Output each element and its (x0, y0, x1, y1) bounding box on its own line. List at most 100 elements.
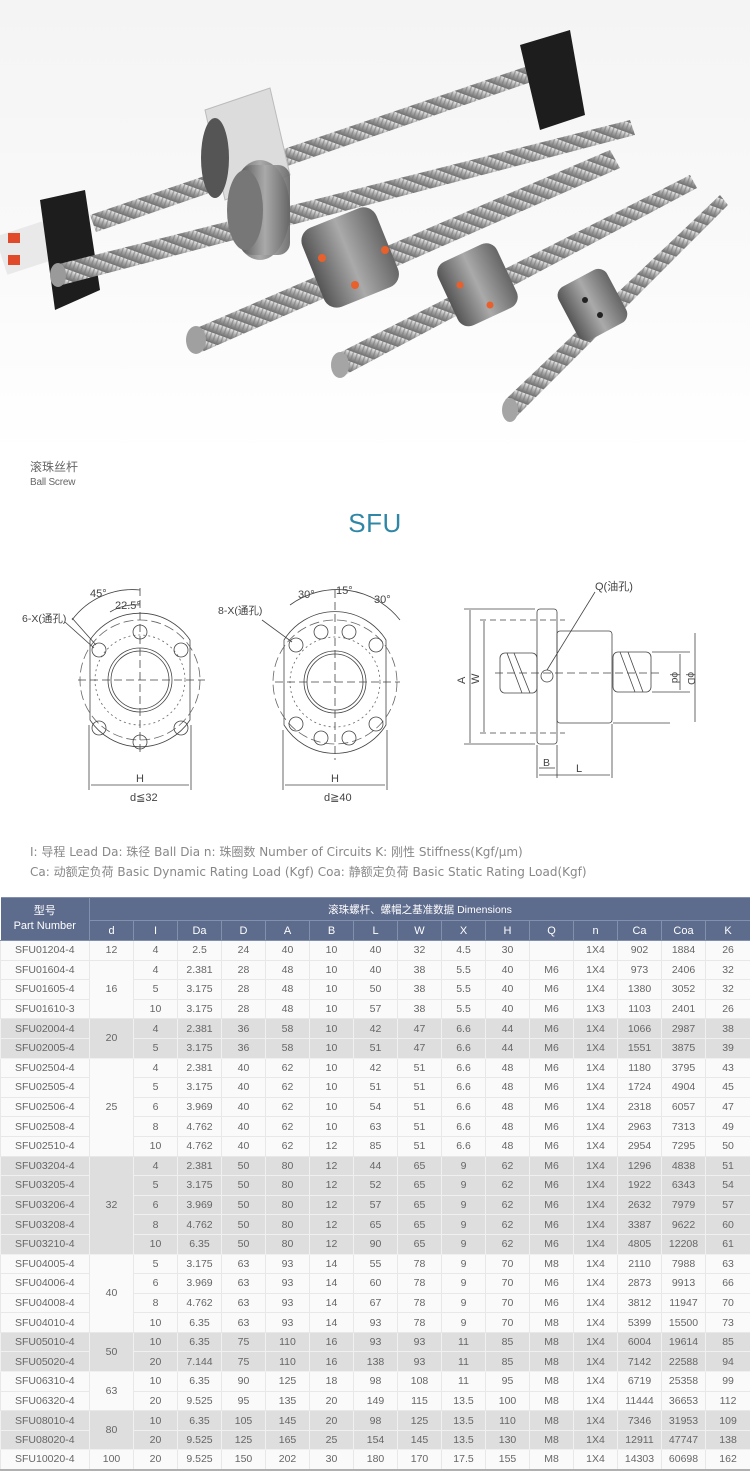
cell-b: 12 (309, 1135, 354, 1157)
cell-w: 65 (397, 1155, 442, 1177)
cell-h: 48 (485, 1077, 530, 1098)
cell-ca: 902 (617, 940, 662, 961)
cell-part-number: SFU03206-4 (0, 1194, 90, 1216)
cell-d: 36 (221, 1018, 266, 1039)
cell-h: 155 (485, 1449, 530, 1471)
column-header-b: B (309, 920, 354, 941)
cell-i: 6 (133, 1273, 178, 1294)
cell-l: 138 (353, 1351, 398, 1373)
cell-ca: 3812 (617, 1292, 662, 1314)
column-header-h: H (485, 920, 530, 941)
cell-x: 6.6 (441, 1077, 486, 1098)
cell-k: 39 (704, 1037, 750, 1059)
cell-q: M6 (529, 1273, 574, 1294)
cell-n: 1X4 (573, 1116, 618, 1137)
column-header-a: A (265, 920, 310, 941)
cell-b: 30 (309, 1449, 354, 1471)
cell-n: 1X4 (573, 1429, 618, 1451)
flange-drawing-8-hole: 30° 15° 30° 8-X(通孔) H d≧40 (218, 585, 401, 804)
cell-w: 65 (397, 1175, 442, 1196)
cell-b: 14 (309, 1273, 354, 1294)
cell-part-number: SFU02505-4 (0, 1077, 90, 1098)
column-header-i: I (133, 920, 178, 941)
cell-i: 5 (133, 979, 178, 1000)
cell-q: M8 (529, 1371, 574, 1392)
cell-x: 9 (441, 1292, 486, 1314)
cell-k: 70 (704, 1292, 750, 1314)
cell-q: M6 (529, 1175, 574, 1196)
cell-coa: 4904 (661, 1077, 706, 1098)
cell-da: 3.969 (177, 1273, 222, 1294)
cell-ca: 14303 (617, 1449, 662, 1471)
cell-da: 9.525 (177, 1449, 222, 1471)
cell-part-number: SFU08010-4 (0, 1410, 90, 1431)
svg-text:30°: 30° (374, 594, 391, 606)
cell-a: 125 (265, 1371, 310, 1392)
cell-q: M8 (529, 1429, 574, 1451)
cell-b: 14 (309, 1292, 354, 1314)
cell-da: 3.175 (177, 998, 222, 1020)
cell-b: 10 (309, 1018, 354, 1039)
cell-w: 65 (397, 1214, 442, 1235)
cell-b: 12 (309, 1194, 354, 1216)
column-header-d: D (221, 920, 266, 941)
cell-ca: 1922 (617, 1175, 662, 1196)
cell-w: 125 (397, 1410, 442, 1431)
cell-w: 51 (397, 1135, 442, 1157)
cell-k: 26 (704, 940, 750, 961)
cell-b: 10 (309, 998, 354, 1020)
technical-drawings: 45° 22.5° 6-X(通孔) H d≦32 30° 15° 30° (0, 570, 750, 820)
cell-part-number: SFU02506-4 (0, 1096, 90, 1118)
cell-d: 40 (221, 1077, 266, 1098)
cell-d: 28 (221, 998, 266, 1020)
cell-n: 1X4 (573, 959, 618, 981)
cell-i: 5 (133, 1077, 178, 1098)
cell-d: 50 (221, 1194, 266, 1216)
cell-b: 10 (309, 959, 354, 981)
svg-text:Q(油孔): Q(油孔) (595, 579, 633, 593)
column-header-w: W (397, 920, 442, 941)
cell-coa: 7313 (661, 1116, 706, 1137)
nut-side-view: Q(油孔) A W B L ϕd ϕD (456, 579, 696, 778)
cell-coa: 7979 (661, 1194, 706, 1216)
cell-h: 40 (485, 959, 530, 981)
cell-n: 1X4 (573, 1331, 618, 1353)
cell-da: 2.381 (177, 1155, 222, 1177)
cell-a: 48 (265, 998, 310, 1020)
cell-part-number: SFU04008-4 (0, 1292, 90, 1314)
cell-part-number: SFU02004-4 (0, 1018, 90, 1039)
cell-coa: 12208 (661, 1233, 706, 1255)
cell-d: 90 (221, 1371, 266, 1392)
cell-coa: 6343 (661, 1175, 706, 1196)
cell-l: 93 (353, 1312, 398, 1333)
cell-part-number: SFU04010-4 (0, 1312, 90, 1333)
cell-l: 98 (353, 1410, 398, 1431)
cell-x: 9 (441, 1273, 486, 1294)
cell-k: 162 (704, 1449, 750, 1471)
cell-w: 170 (397, 1449, 442, 1471)
cell-coa: 3875 (661, 1037, 706, 1059)
cell-x: 6.6 (441, 1018, 486, 1039)
cell-q: M6 (529, 1037, 574, 1059)
cell-x: 9 (441, 1214, 486, 1235)
cell-h: 44 (485, 1018, 530, 1039)
cell-i: 8 (133, 1214, 178, 1235)
cell-a: 58 (265, 1037, 310, 1059)
svg-text:A: A (456, 676, 468, 684)
legend-line-2: Ca: 动额定负荷 Basic Dynamic Rating Load (Kgf… (30, 865, 587, 879)
cell-i: 4 (133, 1018, 178, 1039)
cell-k: 49 (704, 1116, 750, 1137)
cell-n: 1X4 (573, 1233, 618, 1255)
cell-da: 4.762 (177, 1214, 222, 1235)
cell-b: 10 (309, 1077, 354, 1098)
cell-a: 62 (265, 1116, 310, 1137)
cell-h: 48 (485, 1057, 530, 1079)
cell-q: M6 (529, 959, 574, 981)
cell-b: 10 (309, 1037, 354, 1059)
cell-a: 62 (265, 1135, 310, 1157)
cell-da: 3.175 (177, 1175, 222, 1196)
